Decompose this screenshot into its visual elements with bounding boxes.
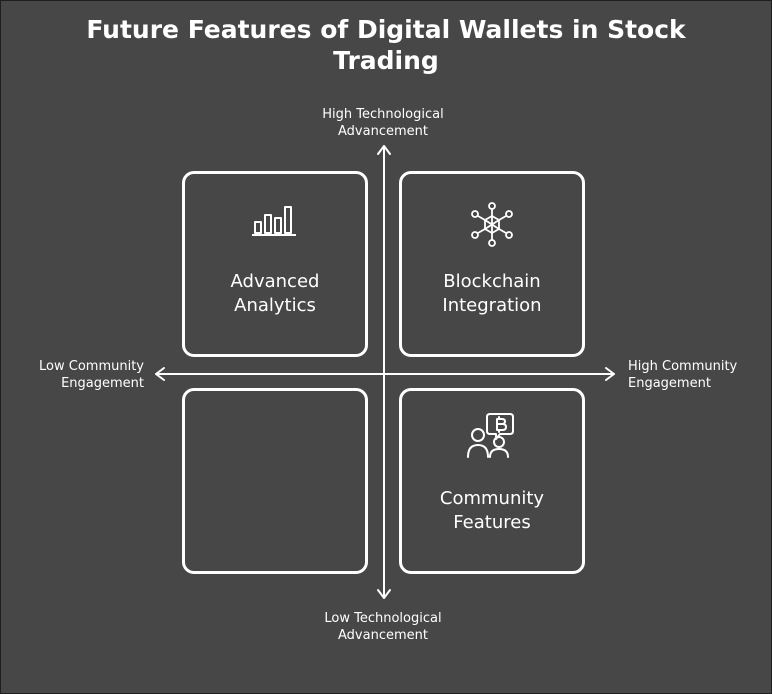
diagram-title: Future Features of Digital Wallets in St… bbox=[86, 15, 686, 75]
arrow-down bbox=[377, 589, 391, 599]
quadrant-label: Blockchain Integration bbox=[442, 271, 542, 316]
quadrant-community-features: Community Features bbox=[399, 388, 585, 574]
axis-label-high-community: High Community Engagement bbox=[628, 359, 738, 391]
bar-chart-icon bbox=[252, 206, 296, 236]
arrow-left bbox=[155, 367, 165, 381]
network-nodes-icon bbox=[471, 202, 513, 247]
users-bitcoin-icon bbox=[467, 413, 514, 458]
quadrant-blockchain-integration: Blockchain Integration bbox=[399, 171, 585, 357]
axis-label-low-community: Low Community Engagement bbox=[39, 359, 144, 391]
quadrant-label: Community Features bbox=[439, 488, 545, 533]
arrow-up bbox=[377, 145, 391, 155]
axis-label-low-tech: Low Technological Advancement bbox=[324, 611, 442, 643]
quadrant-label: Advanced Analytics bbox=[230, 271, 320, 316]
quadrant-empty bbox=[182, 388, 368, 574]
quadrant-advanced-analytics: Advanced Analytics bbox=[182, 171, 368, 357]
axis-label-high-tech: High Technological Advancement bbox=[322, 107, 444, 139]
arrow-right bbox=[605, 367, 615, 381]
